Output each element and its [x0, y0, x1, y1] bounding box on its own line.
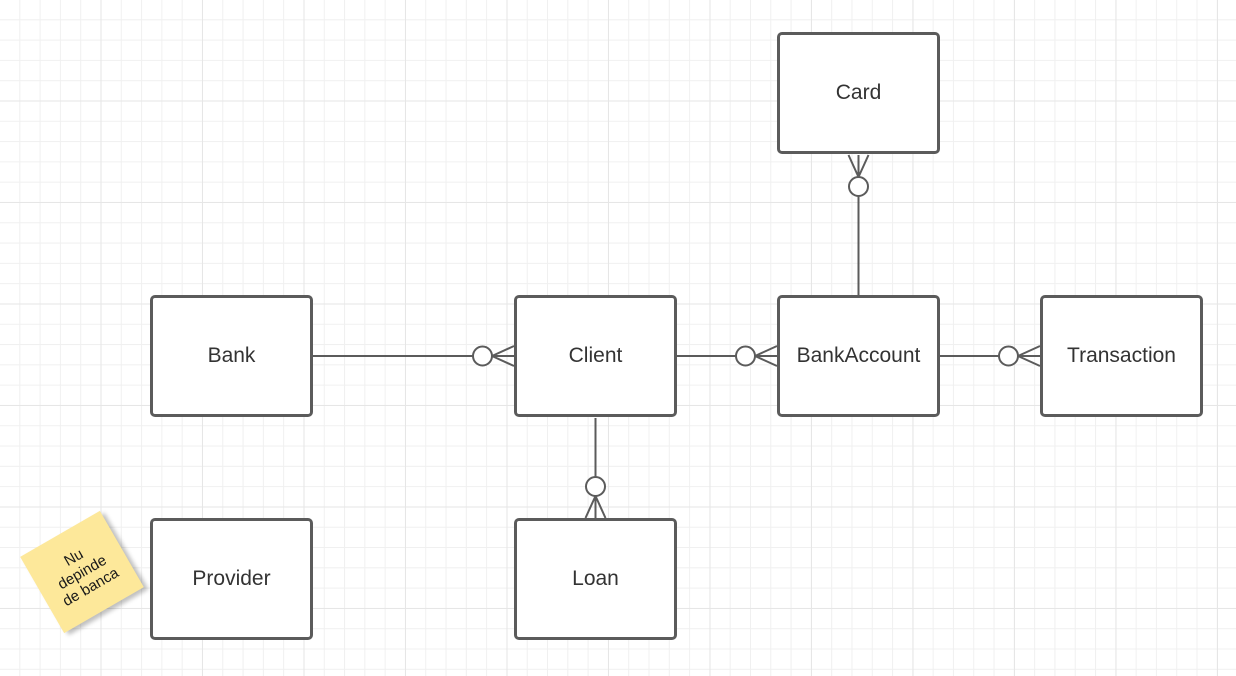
entity-transaction-label: Transaction: [1067, 344, 1176, 367]
entity-client-label: Client: [568, 344, 623, 367]
relationship-client-bankaccount: [677, 345, 778, 367]
entity-bank-label: Bank: [207, 344, 256, 367]
entity-bank[interactable]: Bank: [150, 295, 313, 417]
entity-card[interactable]: Card: [777, 32, 940, 154]
entity-loan-label: Loan: [572, 567, 619, 590]
relationship-bankaccount-transaction: [940, 345, 1041, 367]
entity-loan[interactable]: Loan: [514, 518, 677, 640]
entity-client[interactable]: Client: [514, 295, 677, 417]
relationship-client-loan: [584, 418, 607, 519]
relationship-bankaccount-card: [847, 154, 870, 296]
entity-bankaccount[interactable]: BankAccount: [777, 295, 940, 417]
entity-provider[interactable]: Provider: [150, 518, 313, 640]
entity-bankaccount-label: BankAccount: [796, 344, 921, 367]
relationship-bank-client: [313, 345, 515, 367]
entity-card-label: Card: [835, 81, 882, 104]
entity-provider-label: Provider: [192, 567, 271, 590]
entity-transaction[interactable]: Transaction: [1040, 295, 1203, 417]
